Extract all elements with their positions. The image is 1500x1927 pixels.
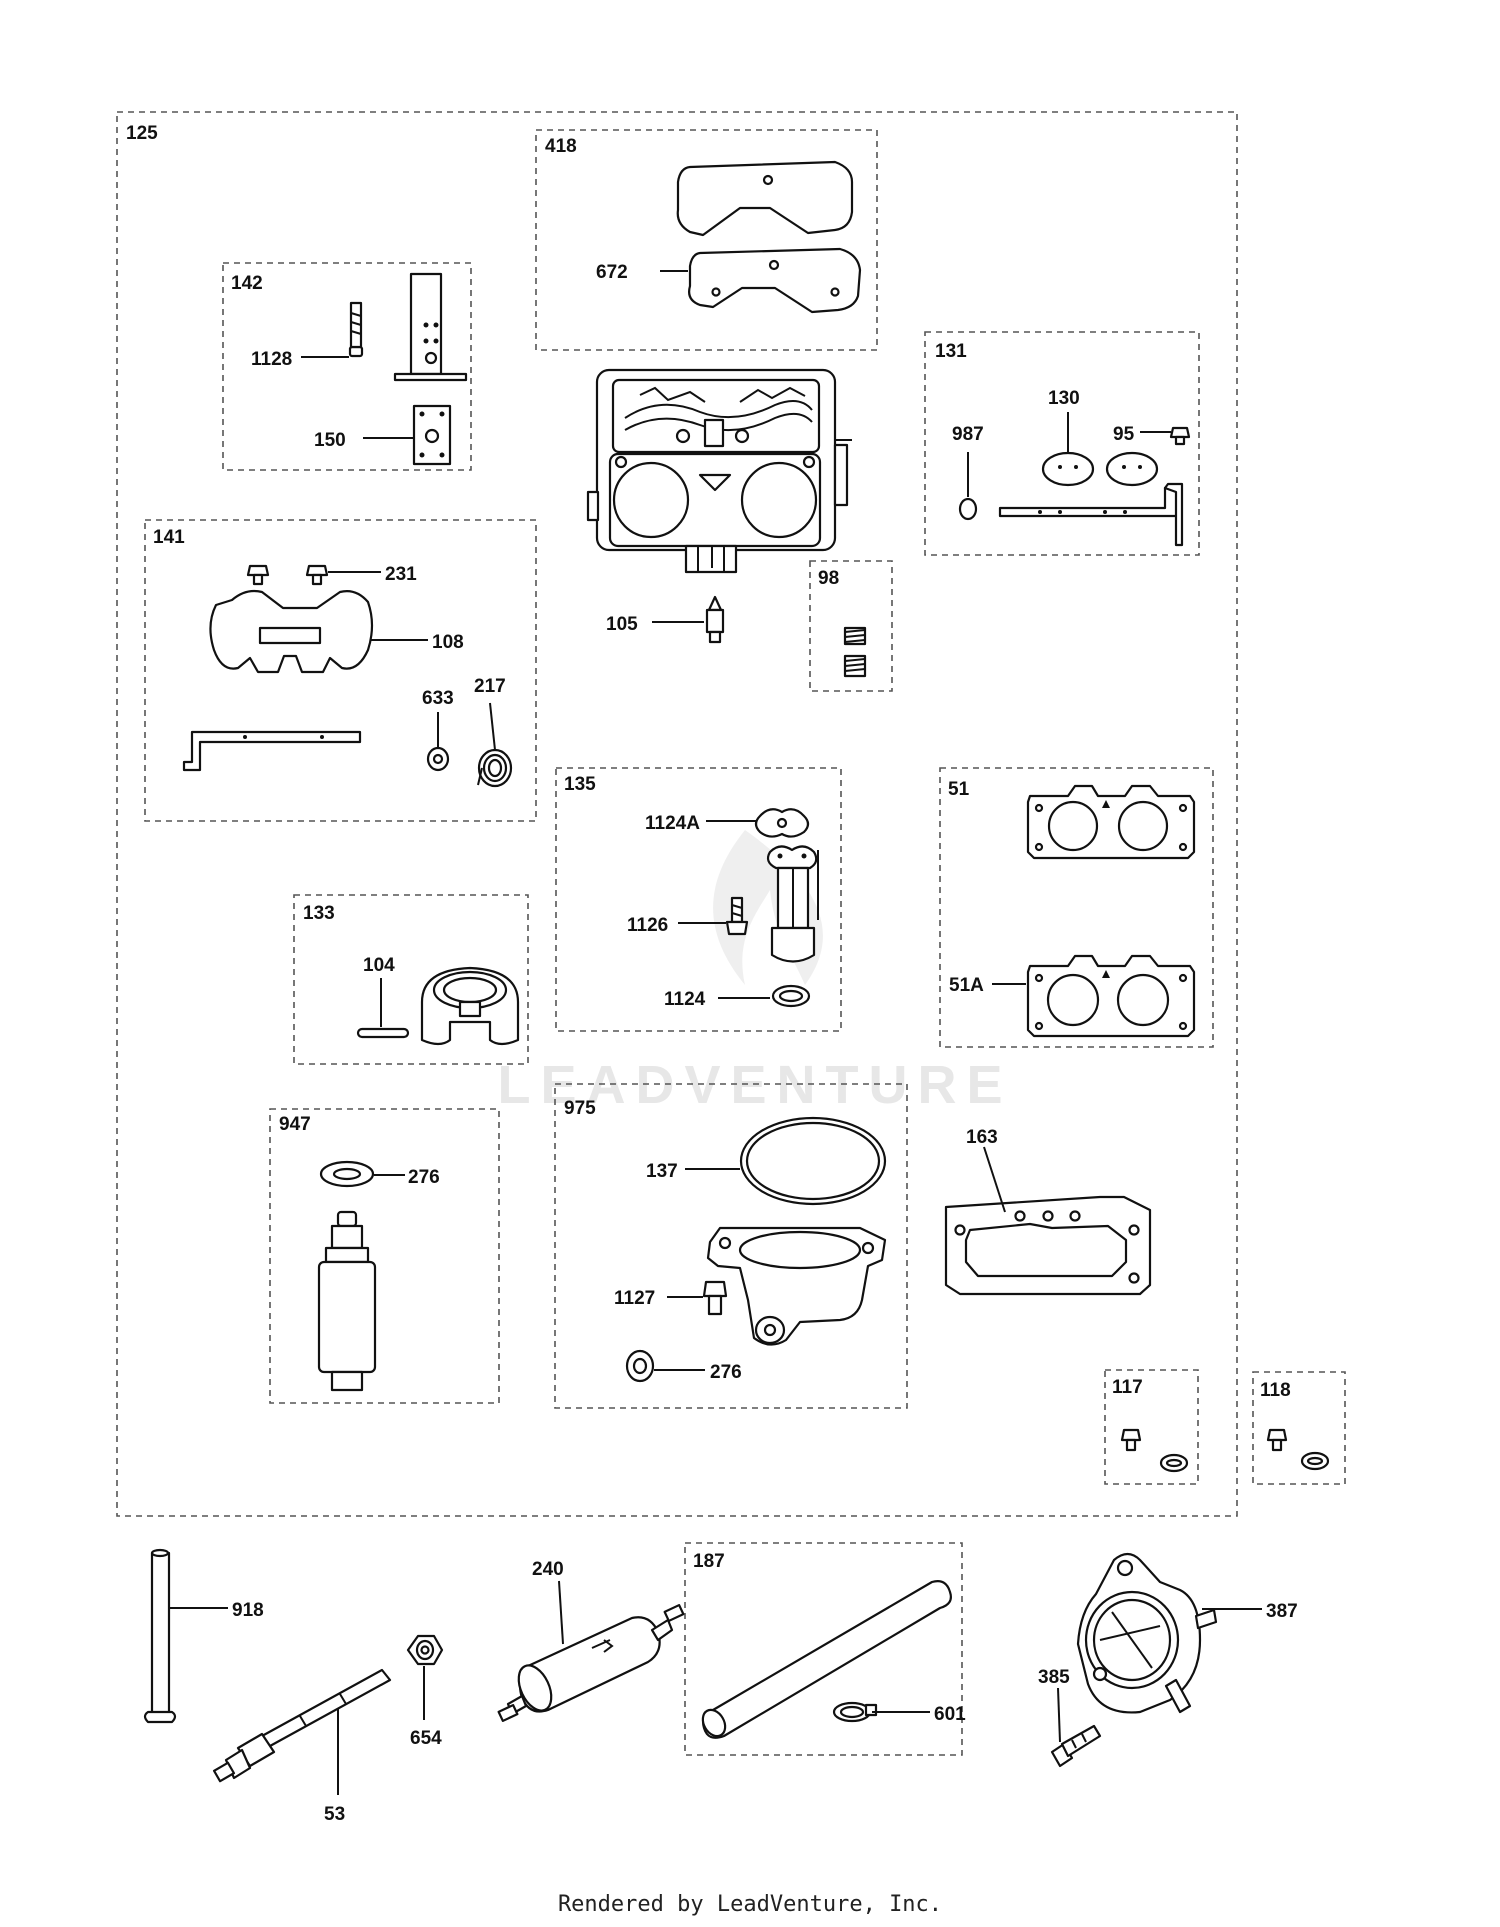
screw-1126 <box>725 896 749 936</box>
group-label-131: 131 <box>935 341 967 362</box>
callout-130: 130 <box>1048 388 1080 409</box>
group-box-131 <box>924 331 1200 556</box>
springs-98 <box>843 626 867 678</box>
callout-53: 53 <box>324 1804 345 1825</box>
callout-163: 163 <box>966 1127 998 1148</box>
spring-217 <box>477 748 513 788</box>
group-label-125: 125 <box>126 123 158 144</box>
fuel-line-187 <box>701 1580 952 1739</box>
fuel-pump-387 <box>1076 1552 1218 1714</box>
callout-240: 240 <box>532 1559 564 1580</box>
clamp-601 <box>832 1701 878 1723</box>
group-box-117 <box>1104 1369 1199 1485</box>
screw-washer-117 <box>1120 1428 1189 1473</box>
group-box-98 <box>809 560 893 692</box>
callout-150: 150 <box>314 430 346 451</box>
group-box-142 <box>222 262 472 471</box>
callout-1124A: 1124A <box>645 813 700 834</box>
fuel-bowl-975 <box>706 1226 887 1346</box>
callout-987: 987 <box>952 424 984 445</box>
cover-plate-108 <box>209 589 374 674</box>
group-label-141: 141 <box>153 527 185 548</box>
callout-95: 95 <box>1113 424 1135 445</box>
group-label-51: 51 <box>948 779 970 800</box>
screw-95 <box>1169 426 1191 446</box>
gasket-51A <box>1026 954 1196 1038</box>
group-box-947 <box>269 1108 500 1404</box>
float-1124A <box>754 808 810 838</box>
callout-1128: 1128 <box>251 349 292 370</box>
callout-387: 387 <box>1266 1601 1298 1622</box>
washer-276a <box>319 1160 375 1188</box>
callout-276a: 276 <box>408 1167 440 1188</box>
choke-shaft-141 <box>182 730 362 772</box>
throttle-shaft-131 <box>998 482 1184 547</box>
callout-1124: 1124 <box>664 989 706 1010</box>
callout-276b: 276 <box>710 1362 742 1383</box>
nut-654 <box>406 1634 444 1666</box>
group-box-51 <box>939 767 1214 1048</box>
watermark-text: LEADVENTURE <box>497 1055 1012 1115</box>
screw-385 <box>1050 1724 1102 1768</box>
group-box-187 <box>684 1542 963 1756</box>
callout-918: 918 <box>232 1600 264 1621</box>
group-box-975 <box>554 1083 908 1409</box>
carburetor-body <box>586 368 852 574</box>
fuel-filter-240 <box>497 1603 685 1723</box>
washer-987 <box>958 497 978 521</box>
footer-credit: Rendered by LeadVenture, Inc. <box>557 1892 943 1917</box>
callout-137: 137 <box>646 1161 678 1182</box>
air-cleaner-gasket-672 <box>688 247 862 314</box>
callout-1127: 1127 <box>614 1288 655 1309</box>
screw-1128 <box>348 301 364 358</box>
screws-231 <box>246 564 329 586</box>
group-label-133: 133 <box>303 903 335 924</box>
callout-672: 672 <box>596 262 628 283</box>
fuel-solenoid-947 <box>317 1210 377 1392</box>
callout-217: 217 <box>474 676 506 697</box>
group-label-135: 135 <box>564 774 596 795</box>
screw-1127 <box>702 1280 728 1316</box>
fuel-bowl-tube <box>766 845 819 963</box>
gasket-51 <box>1026 784 1196 860</box>
group-box-418 <box>535 129 878 351</box>
callout-601: 601 <box>934 1704 966 1725</box>
group-label-975: 975 <box>564 1098 596 1119</box>
callout-231: 231 <box>385 564 417 585</box>
air-cleaner-gasket-top <box>676 160 854 237</box>
group-box-141 <box>144 519 537 822</box>
shaft-53 <box>212 1668 392 1783</box>
callout-1126: 1126 <box>627 915 668 936</box>
callout-51A: 51A <box>949 975 984 996</box>
group-box-133 <box>293 894 529 1065</box>
group-box-125 <box>116 111 1238 1517</box>
pin-104 <box>356 1027 410 1039</box>
o-ring-137 <box>739 1116 887 1206</box>
tube-918 <box>143 1548 177 1724</box>
callout-105: 105 <box>606 614 638 635</box>
float-133 <box>420 966 520 1046</box>
group-label-98: 98 <box>818 568 839 589</box>
group-label-118: 118 <box>1260 1380 1291 1401</box>
group-box-118 <box>1252 1371 1346 1485</box>
group-label-187: 187 <box>693 1551 725 1572</box>
washer-276b <box>625 1349 655 1383</box>
gasket-163 <box>944 1195 1152 1296</box>
group-label-142: 142 <box>231 273 263 294</box>
callout-633: 633 <box>422 688 454 709</box>
screw-washer-118 <box>1266 1428 1330 1471</box>
callout-654: 654 <box>410 1728 442 1749</box>
callout-108: 108 <box>432 632 464 653</box>
float-needle-105 <box>705 595 725 644</box>
group-label-947: 947 <box>279 1114 311 1135</box>
group-label-418: 418 <box>545 136 577 157</box>
callout-104: 104 <box>363 955 395 976</box>
choke-bracket <box>393 272 468 382</box>
watermark: LEADVENTURE <box>497 830 1012 1115</box>
group-label-117: 117 <box>1112 1377 1143 1398</box>
throttle-plate-130 <box>1041 451 1159 487</box>
plate-150 <box>412 404 452 466</box>
callout-385: 385 <box>1038 1667 1070 1688</box>
